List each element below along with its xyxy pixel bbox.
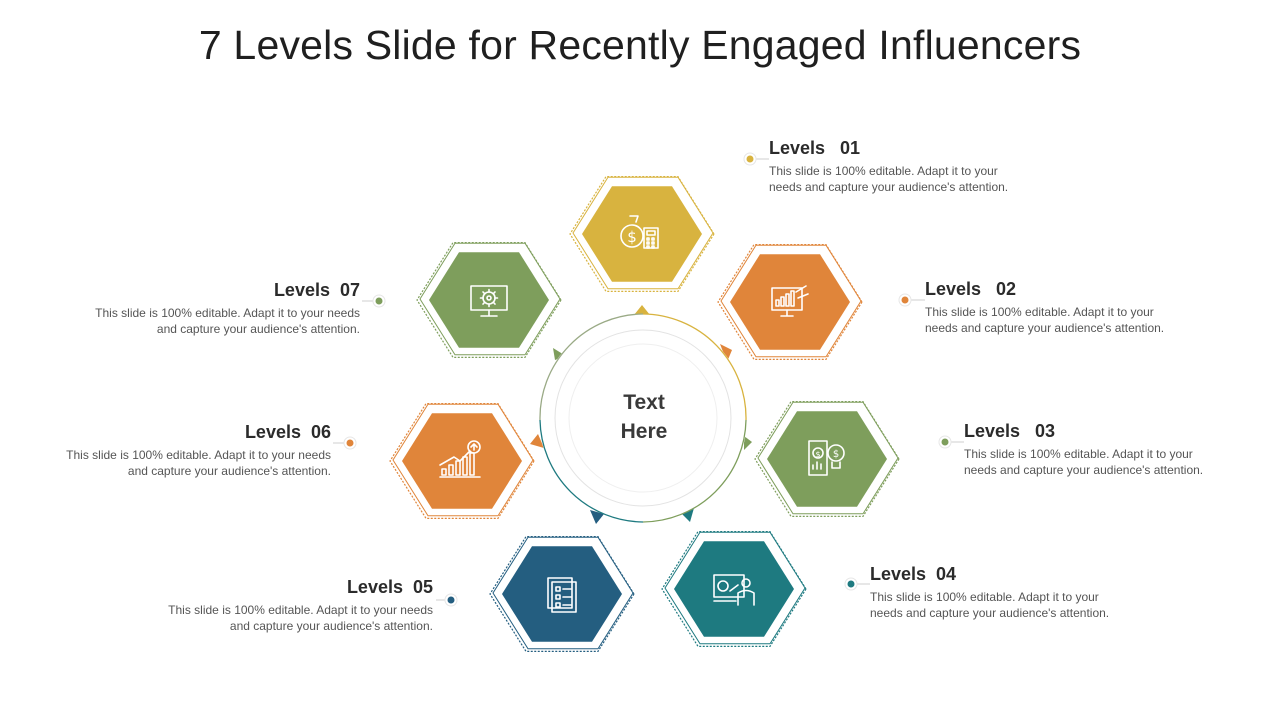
level-03-label: Levels 03 This slide is 100% editable. A… — [964, 421, 1214, 478]
level-02-text: This slide is 100% editable. Adapt it to… — [925, 305, 1165, 335]
level-02-connector — [898, 293, 925, 307]
level-05-heading: Levels 05 — [346, 577, 433, 597]
center-ring — [539, 313, 747, 523]
level-06-heading: Levels 06 — [244, 422, 331, 442]
level-04-label: Levels 04 This slide is 100% editable. A… — [870, 564, 1120, 621]
level-07-connector — [362, 294, 386, 308]
pointer-02 — [720, 344, 732, 362]
level-04-heading: Levels 04 — [870, 564, 957, 584]
level-05-label: Levels 05 This slide is 100% editable. A… — [168, 577, 433, 634]
checklist-icon — [547, 577, 577, 613]
svg-text:$: $ — [815, 450, 820, 459]
money-idea-icon: $$ — [808, 440, 845, 476]
monitor-gear-icon — [470, 285, 508, 317]
level-01-heading: Levels 01 — [769, 138, 861, 158]
level-02-hexagon — [717, 244, 863, 360]
level-01-text: This slide is 100% editable. Adapt it to… — [769, 164, 1009, 194]
level-07-heading: Levels 07 — [273, 280, 360, 300]
center-text: Text Here — [584, 388, 704, 446]
level-01-connector — [743, 152, 769, 166]
svg-text:$: $ — [627, 228, 637, 246]
pointer-group — [530, 305, 752, 524]
level-03-connector — [938, 435, 964, 449]
svg-text:$: $ — [833, 449, 839, 460]
level-06-text: This slide is 100% editable. Adapt it to… — [66, 448, 331, 478]
pointer-03 — [744, 436, 752, 450]
presentation-icon — [713, 574, 755, 606]
level-05-connector — [436, 593, 458, 607]
level-06-hexagon — [389, 403, 535, 520]
level-03-hexagon: $$ — [754, 401, 900, 518]
slide-title: 7 Levels Slide for Recently Engaged Infl… — [198, 22, 1082, 68]
pointer-05 — [590, 510, 604, 524]
hexagon-layer: $$$ — [389, 176, 900, 653]
level-02-label: Levels 02 This slide is 100% editable. A… — [925, 279, 1175, 336]
center-text-line2: Here — [620, 420, 668, 443]
money-bag-calculator-icon: $ — [620, 215, 659, 249]
pointer-06 — [530, 434, 544, 448]
growth-chart-icon — [439, 440, 481, 478]
center-text-line1: Text — [623, 391, 665, 414]
level-04-connector — [844, 577, 870, 591]
level-07-text: This slide is 100% editable. Adapt it to… — [95, 306, 360, 336]
level-01-label: Levels 01 This slide is 100% editable. A… — [769, 138, 1019, 195]
level-06-label: Levels 06 This slide is 100% editable. A… — [66, 422, 331, 479]
level-05-hexagon — [489, 535, 635, 653]
level-04-text: This slide is 100% editable. Adapt it to… — [870, 590, 1110, 620]
connector-layer — [333, 152, 964, 607]
level-03-heading: Levels 03 — [964, 421, 1056, 441]
level-06-connector — [333, 436, 357, 450]
monitor-chart-icon — [771, 285, 809, 317]
level-05-text: This slide is 100% editable. Adapt it to… — [168, 603, 433, 633]
level-03-text: This slide is 100% editable. Adapt it to… — [964, 447, 1204, 477]
level-04-hexagon — [661, 530, 807, 648]
level-07-label: Levels 07 This slide is 100% editable. A… — [95, 280, 360, 337]
pointer-01 — [634, 305, 650, 315]
level-01-hexagon: $ — [569, 176, 715, 292]
level-02-heading: Levels 02 — [925, 279, 1017, 299]
level-07-hexagon — [416, 242, 562, 358]
